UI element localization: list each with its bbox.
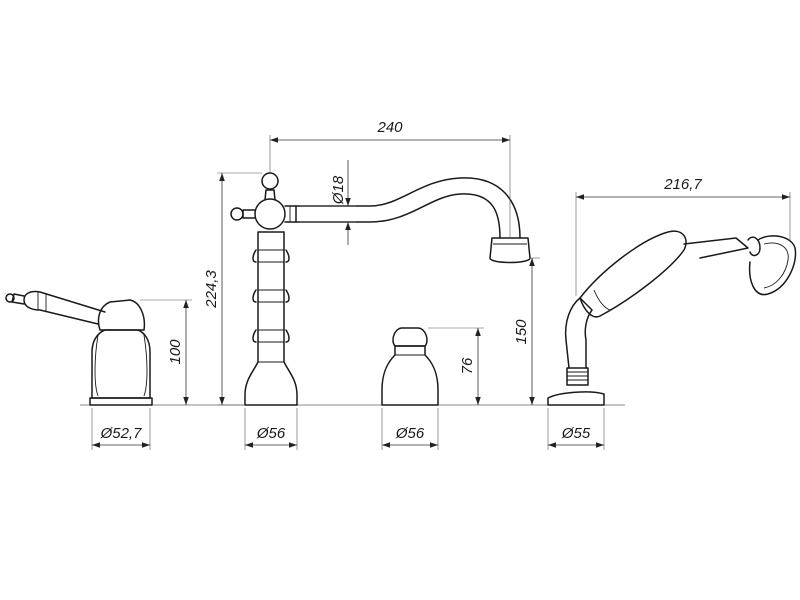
dimension-base-shower: Ø55 (547, 408, 605, 450)
label-base-spout: Ø56 (256, 425, 286, 442)
dimension-knob-valve-height: 76 (428, 327, 484, 405)
lever-mixer (5, 290, 153, 406)
knob-valve (381, 327, 439, 406)
dimension-base-spout: Ø56 (244, 408, 298, 450)
label-base-shower: Ø55 (561, 425, 591, 442)
dimension-base-knob-valve: Ø56 (381, 408, 439, 450)
label-base-lever-mixer: Ø52,7 (100, 425, 143, 442)
dimension-shower-hose-length: 216,7 (575, 176, 791, 296)
dimension-spout-diameter: Ø18 (300, 160, 356, 245)
hand-shower-set (547, 230, 797, 406)
label-spout-height: 224,3 (203, 270, 220, 309)
label-outlet-height: 150 (513, 319, 530, 345)
label-lever-mixer-height: 100 (167, 339, 184, 365)
spout-body (230, 172, 531, 406)
dimension-lever-mixer-height: 100 (140, 299, 192, 405)
label-spout-reach: 240 (376, 119, 403, 136)
dimension-base-lever-mixer: Ø52,7 (91, 408, 151, 450)
dimension-outlet-height: 150 (513, 257, 540, 405)
label-knob-valve-height: 76 (459, 357, 476, 374)
dimension-spout-reach: 240 (269, 119, 511, 238)
dimension-spout-height: 224,3 (203, 172, 262, 406)
label-shower-hose-length: 216,7 (663, 176, 702, 193)
label-spout-diameter: Ø18 (330, 175, 347, 205)
label-base-knob-valve: Ø56 (395, 425, 425, 442)
